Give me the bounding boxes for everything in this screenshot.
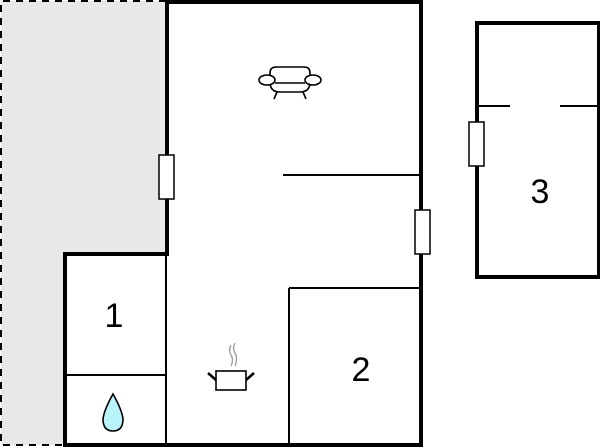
cooking-pot-icon: [207, 342, 255, 391]
sofa-icon: [258, 66, 322, 100]
window-annex: [468, 121, 485, 167]
annex-building: [475, 21, 600, 279]
window-left: [158, 154, 175, 200]
room-label-2: 2: [352, 351, 371, 389]
interior-walls: [65, 174, 421, 445]
terrace-area: [0, 0, 166, 446]
room-label-1: 1: [105, 297, 124, 335]
room-label-3: 3: [531, 173, 550, 211]
window-right: [414, 209, 431, 255]
water-drop-icon: [102, 392, 124, 432]
